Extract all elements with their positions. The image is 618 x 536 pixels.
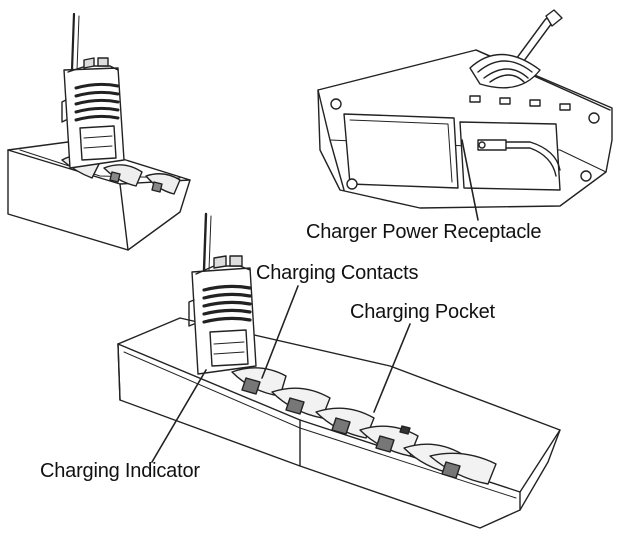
charger-underside-illustration xyxy=(317,9,613,221)
multi-charger-illustration xyxy=(117,212,561,529)
small-charger-illustration xyxy=(7,12,191,251)
charger-power-receptacle-label: Charger Power Receptacle xyxy=(306,221,542,243)
charging-pocket-label: Charging Pocket xyxy=(350,301,495,323)
charging-indicator-label: Charging Indicator xyxy=(40,460,200,482)
charging-contacts-label: Charging Contacts xyxy=(256,262,419,284)
